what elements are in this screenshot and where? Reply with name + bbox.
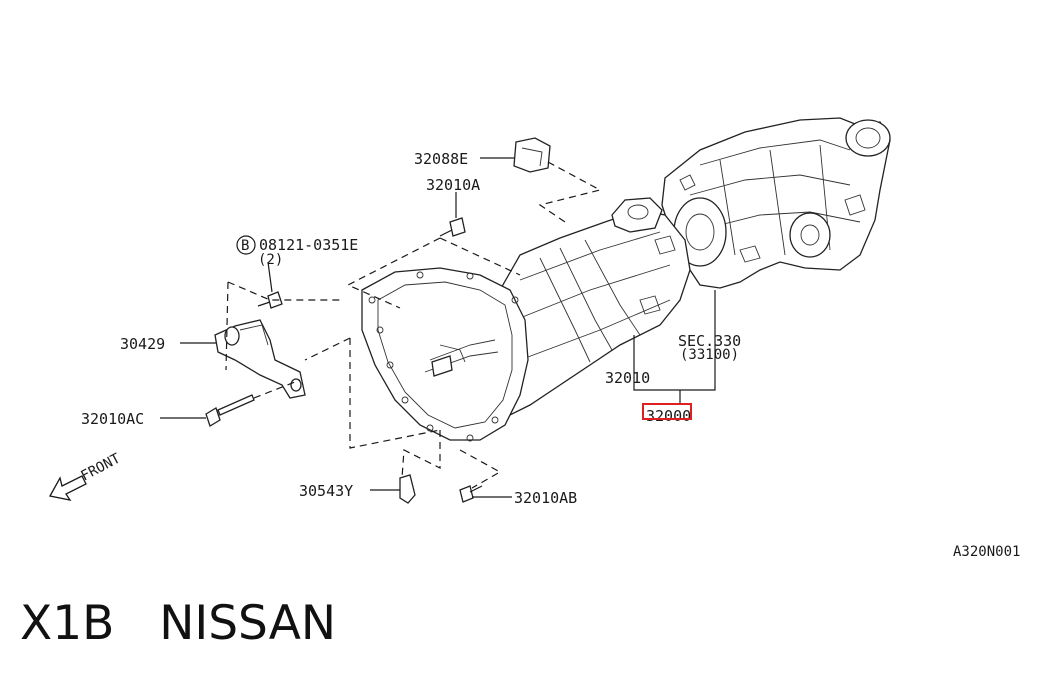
highlight-box xyxy=(642,403,692,420)
callout-32000-group[interactable]: 32000 xyxy=(642,403,692,425)
callout-08121-badge: B xyxy=(241,238,249,254)
callout-30429[interactable]: 30429 xyxy=(120,335,165,353)
bracket-30429 xyxy=(214,319,306,399)
rubber-mount-32088E xyxy=(513,137,551,173)
drawing-code: A320N001 xyxy=(953,544,1020,560)
front-arrow-icon: FRONT xyxy=(48,450,124,501)
sec-reference[interactable]: SEC.330 xyxy=(678,332,741,350)
dowel-30543Y xyxy=(399,474,416,504)
callout-30543Y[interactable]: 30543Y xyxy=(299,482,353,500)
callout-32010A[interactable]: 32010A xyxy=(426,176,480,194)
callout-08121-group: B 08121-0351E (2) xyxy=(236,235,358,268)
bolt-32010AB xyxy=(459,485,483,503)
transmission-case-illustration xyxy=(494,197,691,416)
callout-32088E[interactable]: 32088E xyxy=(414,150,468,168)
callout-32010[interactable]: 32010 xyxy=(605,369,650,387)
brand-name: NISSAN xyxy=(159,596,337,651)
callout-08121-0351E[interactable]: 08121-0351E xyxy=(259,236,358,254)
transfer-case-illustration xyxy=(661,117,891,289)
badge-circle xyxy=(236,235,256,255)
bell-housing-illustration xyxy=(361,267,529,442)
front-label: FRONT xyxy=(78,450,123,484)
callout-32000[interactable]: 32000 xyxy=(646,407,691,425)
callout-32010AC[interactable]: 32010AC xyxy=(81,410,144,428)
callout-08121-qty: (2) xyxy=(258,252,283,268)
sec-reference-sub: (33100) xyxy=(680,347,739,363)
bolt-32010AC xyxy=(205,394,255,427)
leader-lines xyxy=(160,157,716,498)
callout-32010AB[interactable]: 32010AB xyxy=(514,489,577,507)
assembly-dashed-lines xyxy=(225,161,602,489)
model-code: X1B xyxy=(20,596,115,651)
footer-caption: X1B NISSAN xyxy=(20,596,336,651)
bolt-32010A xyxy=(439,217,466,237)
